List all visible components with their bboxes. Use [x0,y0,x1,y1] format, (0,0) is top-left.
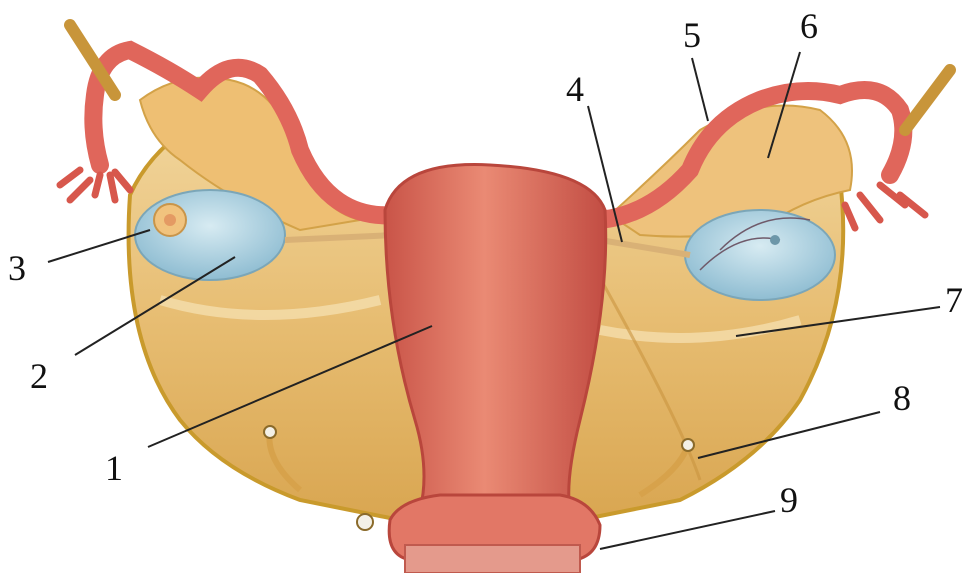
right-ureter-end [682,439,694,451]
right-ovary-spot [770,235,780,245]
leader-9 [600,511,775,549]
label-6: 6 [800,6,818,46]
label-2: 2 [30,356,48,396]
left-ureter-end [264,426,276,438]
leader-5 [692,58,708,121]
label-8: 8 [893,378,911,418]
label-7: 7 [945,280,963,320]
left-ovary [135,190,285,280]
right-round-ligament-stub [905,70,950,130]
right-fimbriae [845,185,925,228]
label-9: 9 [780,480,798,520]
label-1: 1 [105,448,123,488]
label-3: 3 [8,248,26,288]
label-4: 4 [566,69,584,109]
left-vessel-end [357,514,373,530]
left-ovary-follicle-core [164,214,176,226]
label-5: 5 [683,15,701,55]
left-fimbriae [60,170,130,200]
vagina [405,545,580,573]
